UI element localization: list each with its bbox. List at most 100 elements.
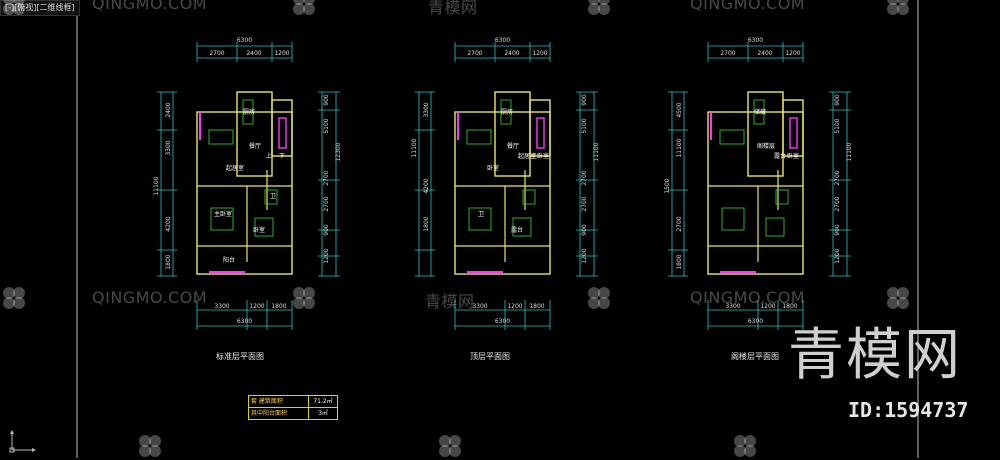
watermark-logo-icon [734, 435, 756, 457]
ucs-axis-icon [9, 430, 36, 453]
dim-label: 3300 [423, 102, 430, 117]
furniture-wc [775, 189, 789, 205]
dim-label: 4500 [676, 102, 683, 117]
dim-label: 1800 [423, 216, 430, 231]
dim-label: 2400 [757, 50, 772, 57]
dim-label: 6300 [495, 318, 510, 325]
furniture-counter [753, 99, 765, 125]
dim-label: 900 [581, 224, 588, 236]
watermark-text: 青模网 [428, 0, 478, 17]
dim-label: 6300 [237, 37, 252, 44]
room-label: 卧室 [787, 152, 799, 160]
watermark-logo-icon [887, 0, 909, 15]
watermark-logo-icon [588, 0, 610, 15]
room-label: 卧室 [487, 164, 499, 172]
area-label: 套 建筑面积 [249, 396, 309, 407]
dim-label: 6300 [237, 318, 252, 325]
furniture-counter [242, 99, 254, 125]
dim-label: 2400 [165, 102, 172, 117]
watermark-logo-icon [139, 435, 161, 457]
room-label: 餐厅 [249, 142, 261, 150]
dim-label: 1200 [274, 50, 289, 57]
area-table: 套 建筑面积 71.2㎡ 其中阳台面积 3㎡ [248, 395, 338, 420]
area-value: 71.2㎡ [313, 398, 333, 405]
dim-label: 2700 [834, 196, 841, 211]
room-label: 主卧室 [531, 152, 549, 160]
watermark-text: QINGMO.COM [690, 0, 806, 13]
viewport-tab[interactable]: [-][俯视][二维线框] [0, 0, 80, 16]
dim-label: 900 [834, 94, 841, 106]
dim-label: 1800 [271, 303, 286, 310]
room-label: 主卧室 [214, 210, 232, 218]
dim-label: 3300 [472, 303, 487, 310]
dim-label: 1800 [782, 303, 797, 310]
room-label: 厨房 [243, 108, 255, 116]
dim-label: 5100 [834, 118, 841, 133]
dim-label: 2400 [246, 50, 261, 57]
dim-label: 2700 [834, 170, 841, 185]
dim-label: 1800 [529, 303, 544, 310]
room-label: 露台 [511, 226, 523, 234]
dim-label: 2700 [209, 50, 224, 57]
wall-stair [271, 99, 293, 157]
dim-label: 1200 [532, 50, 547, 57]
dim-label: 2400 [504, 50, 519, 57]
wall-stair [782, 99, 804, 157]
stair-mark [789, 117, 798, 149]
watermark-logo-icon [439, 435, 461, 457]
furniture-bed [254, 217, 274, 237]
room-label: 卫 [478, 211, 484, 218]
dim-label: 2700 [581, 196, 588, 211]
watermark-logo-icon [3, 287, 25, 309]
plan-title-standard: 标准层平面图 [216, 352, 264, 361]
dim-label: 5100 [323, 118, 330, 133]
dim-label: 1200 [581, 248, 588, 263]
dim-label: 900 [323, 94, 330, 106]
dim-label: 5100 [581, 118, 588, 133]
dim-label: 2700 [323, 196, 330, 211]
dim-label: 1500 [664, 178, 671, 193]
watermark-logo-icon [293, 0, 315, 15]
area-row: 其中阳台面积 3㎡ [249, 408, 337, 419]
dim-label: 900 [323, 224, 330, 236]
watermark-logo-icon [588, 287, 610, 309]
room-label: 阁楼层 [757, 142, 775, 150]
furniture-bed [765, 217, 785, 237]
furniture-wc [264, 189, 278, 205]
dim-label: 6300 [748, 37, 763, 44]
watermark-logo-icon [293, 287, 315, 309]
dim-label: 1200 [323, 248, 330, 263]
wall-outline [196, 111, 293, 275]
dim-label: 3300 [725, 303, 740, 310]
room-label: 厨房 [501, 108, 513, 116]
watermark-text: QINGMO.COM [92, 288, 208, 307]
area-label: 其中阳台面积 [249, 408, 309, 419]
furniture-bed [210, 207, 234, 231]
dim-label: 4200 [423, 178, 430, 193]
dim-label: 900 [581, 94, 588, 106]
watermark-text: QINGMO.COM [92, 0, 208, 13]
watermark-logo-icon [3, 0, 25, 15]
dim-label: 6300 [495, 37, 510, 44]
dim-label: 11100 [846, 142, 853, 161]
wall-outline [454, 111, 551, 275]
furniture-wc [522, 189, 536, 205]
dim-label: 1200 [785, 50, 800, 57]
area-row: 套 建筑面积 71.2㎡ [249, 396, 337, 408]
furniture-bed [721, 207, 745, 231]
dim-label: 1200 [507, 303, 522, 310]
room-label: 卫 [270, 193, 276, 200]
plan-title-attic: 阁楼层平面图 [731, 352, 779, 361]
dim-label: 2700 [676, 216, 683, 231]
dim-label: 12300 [335, 142, 342, 161]
furniture-bed [512, 217, 532, 237]
dim-label: 2700 [581, 170, 588, 185]
furniture-table [208, 129, 234, 145]
viewport-tab-label: [-][俯视][二维线框] [5, 3, 75, 12]
room-label: 起居室 [518, 152, 536, 160]
floor-plans: 6300 2700 2400 1200 3300 1200 1800 6300 2400 3300… [153, 37, 853, 330]
